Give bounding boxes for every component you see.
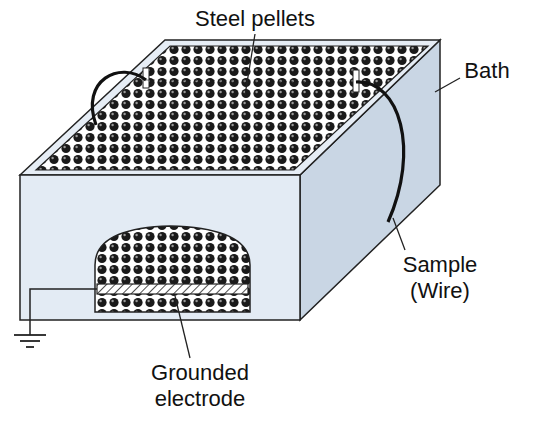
bath-rim [20,40,440,175]
leader-line [245,34,255,95]
steel-pellets [36,46,428,170]
leader-line [435,78,460,92]
part-label: Sample (Wire) [400,252,480,305]
buried-wire [146,80,356,82]
grounded-electrode [97,284,248,294]
ground-symbol [14,334,46,336]
sample-wire [356,82,404,222]
part-label: Bath [452,58,522,84]
part-label: Steel pellets [175,6,335,32]
bath-front [20,175,300,320]
cutaway-pellets [95,226,250,312]
part-label: Grounded electrode [140,360,260,413]
leader-line [393,218,405,250]
ground-symbol [26,346,34,348]
ground-symbol [20,340,40,342]
leader-line [175,296,190,358]
ground-wire [30,289,97,335]
sample-wire [92,72,146,125]
